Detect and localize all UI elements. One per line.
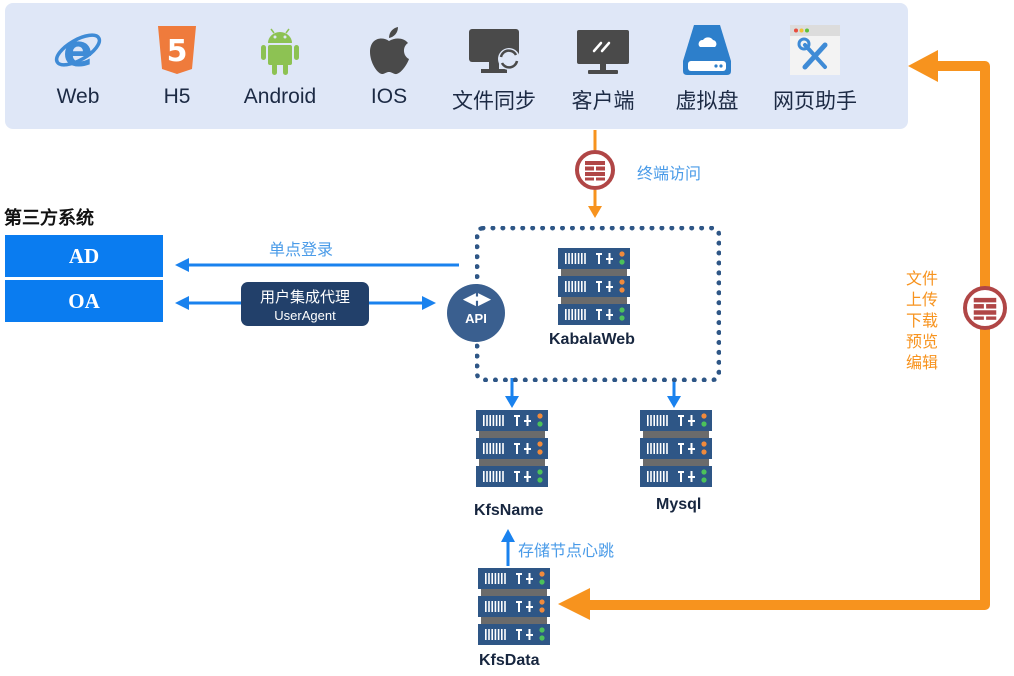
terminal-access-label: 终端访问	[637, 166, 702, 183]
user-agent-arrow	[175, 296, 436, 310]
file-ops-line: 上传	[906, 292, 939, 309]
file-ops-label: 文件 上传 下载 预览 编辑	[906, 269, 946, 374]
kfsdata-server[interactable]	[478, 568, 550, 653]
monitor-sync-icon	[467, 23, 521, 77]
kabalaweb-label: KabalaWeb	[549, 331, 635, 348]
plug-icon: ◀▪▶	[462, 289, 491, 308]
apple-icon	[362, 23, 416, 77]
server-rack-icon	[476, 410, 548, 487]
server-rack-icon	[558, 248, 630, 325]
html5-icon: 5	[150, 23, 204, 77]
client-web-assistant[interactable]: 网页助手	[765, 23, 865, 115]
web-to-mysql-arrow	[667, 378, 681, 408]
desktop-monitor-icon	[576, 23, 630, 77]
kabalaweb-server[interactable]	[558, 248, 630, 333]
client-bar: e Web 5 H5 Android IOS 文件同步 客户端	[5, 3, 908, 129]
file-ops-line: 文件	[906, 271, 939, 288]
android-icon	[253, 23, 307, 77]
oa-system-box[interactable]: OA	[5, 280, 163, 322]
client-file-sync[interactable]: 文件同步	[444, 23, 544, 115]
file-ops-loop-arrow	[558, 50, 990, 620]
web-to-kfsname-arrow	[505, 378, 519, 408]
sso-label: 单点登录	[269, 242, 334, 259]
kfsdata-label: KfsData	[479, 652, 540, 669]
server-rack-icon	[640, 410, 712, 487]
firewall-icon	[963, 286, 1007, 330]
ie-browser-icon: e	[51, 23, 105, 77]
kfsname-server[interactable]	[476, 410, 548, 495]
server-rack-icon	[478, 568, 550, 645]
sso-arrow	[175, 258, 459, 272]
client-virtual-disk[interactable]: 虚拟盘	[657, 23, 757, 115]
client-web[interactable]: e Web	[28, 23, 128, 109]
file-ops-line: 预览	[906, 334, 939, 351]
kfsname-label: KfsName	[474, 502, 544, 519]
heartbeat-arrow	[501, 529, 515, 566]
client-h5[interactable]: 5 H5	[127, 23, 227, 109]
user-agent-label-en: UserAgent	[274, 308, 336, 323]
third-party-title: 第三方系统	[4, 208, 94, 228]
user-agent-label-cn: 用户集成代理	[259, 289, 350, 306]
firewall-icon	[575, 150, 615, 190]
client-ios[interactable]: IOS	[339, 23, 439, 109]
terminal-access-arrow	[588, 130, 602, 218]
browser-tools-icon	[788, 23, 842, 77]
api-label: API	[465, 311, 487, 326]
mysql-server[interactable]	[640, 410, 712, 495]
svg-text:e: e	[63, 26, 93, 77]
svg-text:5: 5	[167, 34, 188, 69]
mysql-label: Mysql	[656, 496, 702, 513]
client-android[interactable]: Android	[230, 23, 330, 109]
cloud-drive-icon	[680, 23, 734, 77]
client-desktop[interactable]: 客户端	[553, 23, 653, 115]
ad-system-box[interactable]: AD	[5, 235, 163, 277]
api-node[interactable]: ◀▪▶ API	[447, 284, 505, 342]
file-ops-line: 下载	[906, 313, 939, 330]
file-ops-line: 编辑	[906, 355, 939, 372]
user-agent-box[interactable]: 用户集成代理 UserAgent	[241, 282, 369, 326]
heartbeat-label: 存储节点心跳	[518, 543, 615, 560]
